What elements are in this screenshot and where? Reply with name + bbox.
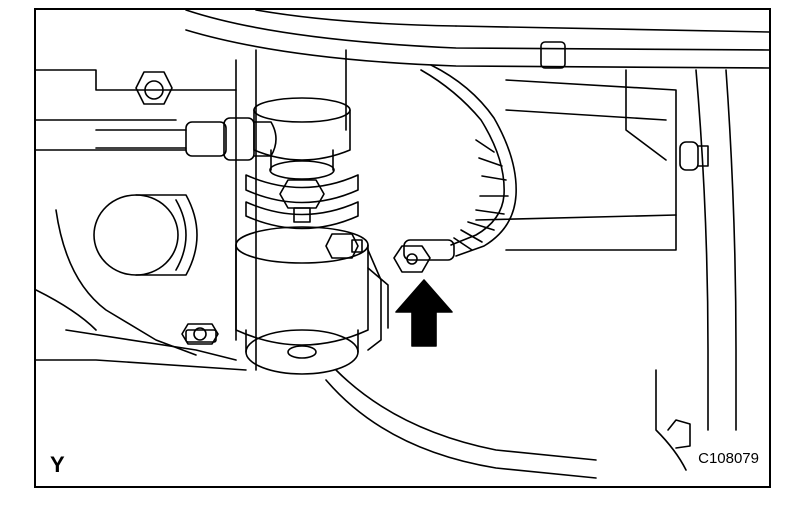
bolt-top-left bbox=[135, 71, 173, 105]
pump-bracket bbox=[367, 249, 389, 351]
engine-block-left bbox=[36, 49, 347, 371]
engine-line-drawing bbox=[36, 10, 769, 479]
up-arrow-icon bbox=[395, 279, 453, 347]
chassis-right bbox=[475, 69, 737, 471]
upper-pipes bbox=[185, 10, 769, 69]
pump-side-bolt bbox=[325, 233, 363, 259]
bolt-lower-left bbox=[181, 323, 219, 345]
clip-lower-right bbox=[667, 419, 691, 449]
pump-center-bolt bbox=[279, 179, 325, 223]
lower-hose bbox=[325, 369, 597, 479]
round-cap-left bbox=[93, 194, 198, 276]
diagram-frame: Y C108079 bbox=[34, 8, 771, 488]
view-label: Y bbox=[50, 452, 65, 477]
wire-harness bbox=[420, 64, 517, 257]
bolt-right bbox=[679, 141, 709, 171]
ground-bolt bbox=[393, 239, 455, 273]
fuel-pump-assembly bbox=[235, 97, 369, 375]
figure-code: C108079 bbox=[698, 450, 759, 467]
fuel-line-fitting bbox=[95, 117, 277, 161]
